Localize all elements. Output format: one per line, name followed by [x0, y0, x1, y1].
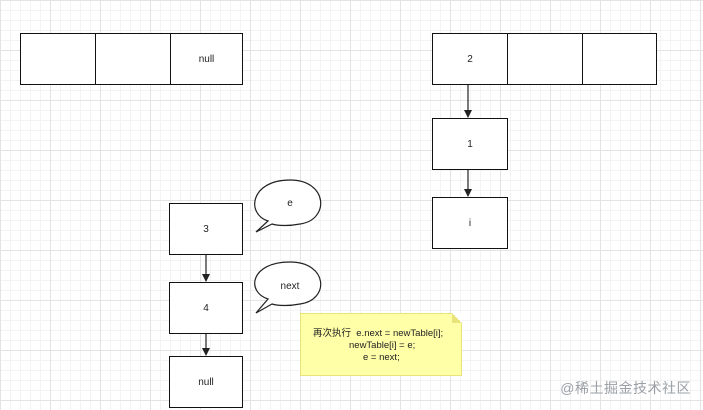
- node-label: null: [198, 376, 214, 388]
- speech-bubble-next: [254, 261, 322, 314]
- left-chain-node-3: 3: [169, 203, 243, 255]
- cell-label: 2: [467, 53, 473, 65]
- node-label: 1: [467, 138, 473, 150]
- left-chain-node-null: null: [169, 356, 243, 408]
- bubble-e-label: e: [287, 198, 293, 209]
- cell-label: null: [198, 53, 215, 65]
- note-line-2: newTable[i] = e;: [349, 340, 416, 351]
- top-right-array-cell-2: [582, 33, 657, 85]
- top-left-array-cell-0: [20, 33, 96, 85]
- top-right-array-cell-0: 2: [432, 33, 508, 85]
- right-chain-node-1: 1: [432, 118, 508, 170]
- right-chain-node-i: i: [432, 197, 508, 249]
- node-label: 4: [203, 302, 209, 314]
- speech-bubble-e: [254, 179, 322, 233]
- top-left-array-cell-1: [95, 33, 171, 85]
- top-left-array-cell-2: null: [170, 33, 243, 85]
- node-label: 3: [203, 223, 209, 235]
- note-line-3: e = next;: [363, 352, 400, 363]
- code-note: 再次执行 e.next = newTable[i]; newTable[i] =…: [300, 313, 462, 376]
- bubble-next-label: next: [280, 281, 300, 292]
- note-line-1: 再次执行 e.next = newTable[i];: [313, 328, 444, 339]
- node-label: i: [468, 217, 472, 229]
- left-chain-node-4: 4: [169, 282, 243, 334]
- watermark: @稀土掘金技术社区: [560, 380, 691, 396]
